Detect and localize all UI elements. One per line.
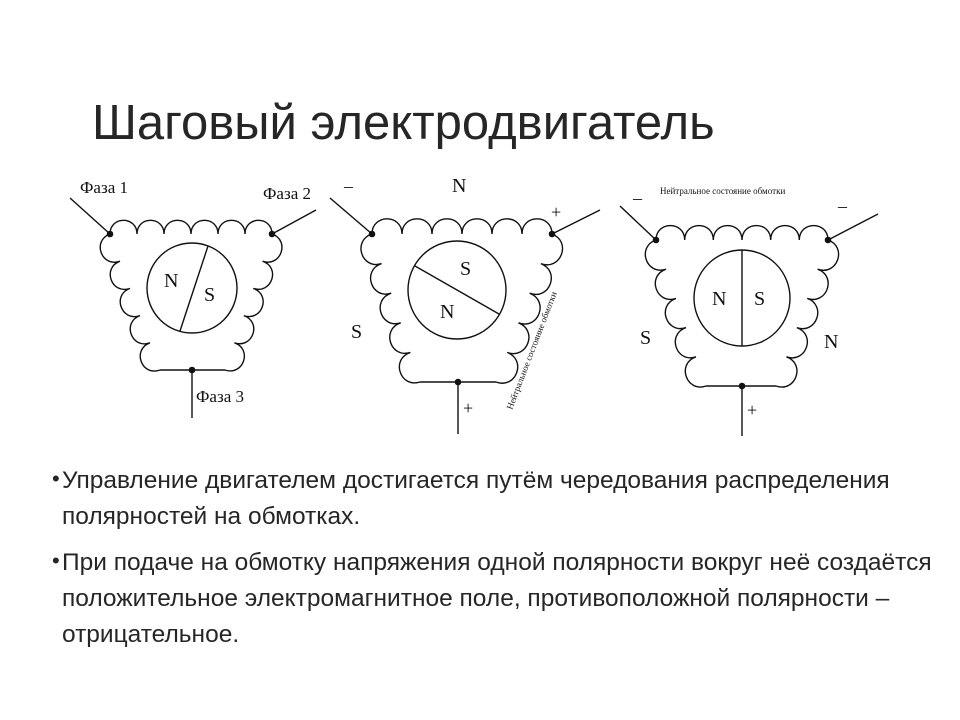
coil-winding (371, 218, 553, 235)
coil-winding (655, 225, 829, 241)
stepper-motor-diagrams: Фаза 1 Фаза 2 Фаза 3 N S – N + S + Нейтр… (69, 175, 879, 436)
pole-top: N (452, 175, 466, 197)
note-neutral-top: Нейтральное состояние обмотки (660, 186, 785, 196)
terminal-dot (106, 230, 114, 238)
label-phase2: Фаза 2 (263, 184, 311, 203)
rotor-north: N (164, 270, 178, 292)
coil-winding (224, 233, 283, 372)
bullet-list: Управление двигателем достигается путём … (52, 461, 932, 663)
winding-coils (109, 219, 273, 235)
sign-top-left: – (632, 188, 643, 208)
pole-left: S (640, 327, 651, 349)
sign-bottom: + (463, 398, 473, 418)
sign-top-right: + (551, 202, 561, 222)
diagram-three-phase (69, 197, 317, 418)
rotor-north: N (440, 301, 454, 323)
coil-winding (495, 233, 564, 384)
sign-bottom: + (747, 400, 757, 420)
note-neutral-right: Нейтральное состояние обмотки (505, 290, 559, 411)
coil-winding (360, 233, 421, 384)
rotor-south: S (754, 288, 765, 310)
coil-winding (644, 239, 707, 388)
rotor-divider (414, 265, 500, 315)
pole-right: N (824, 331, 838, 353)
coil-winding (99, 233, 161, 372)
coil-winding (109, 219, 273, 235)
terminal-dot (188, 366, 196, 374)
label-phase1: Фаза 1 (80, 178, 128, 197)
sign-top-right: – (837, 196, 848, 216)
diagram-state-2 (619, 205, 879, 436)
coil-winding (775, 239, 840, 388)
bullet-item: Управление двигателем достигается путём … (52, 461, 932, 535)
rotor-circle (146, 242, 238, 334)
rotor-divider (179, 245, 209, 332)
rotor-north: N (712, 288, 726, 310)
rotor-south: S (204, 284, 215, 306)
diagram-state-1 (329, 197, 601, 434)
pole-left: S (351, 321, 362, 343)
rotor-south: S (460, 258, 471, 280)
bullet-item: При подаче на обмотку напряжения одной п… (52, 543, 932, 653)
slide-title: Шаговый электродвигатель (92, 95, 715, 150)
label-phase3: Фаза 3 (196, 387, 244, 406)
terminal-dot (268, 230, 276, 238)
rotor-circle (407, 240, 507, 340)
sign-top-left: – (343, 176, 354, 196)
